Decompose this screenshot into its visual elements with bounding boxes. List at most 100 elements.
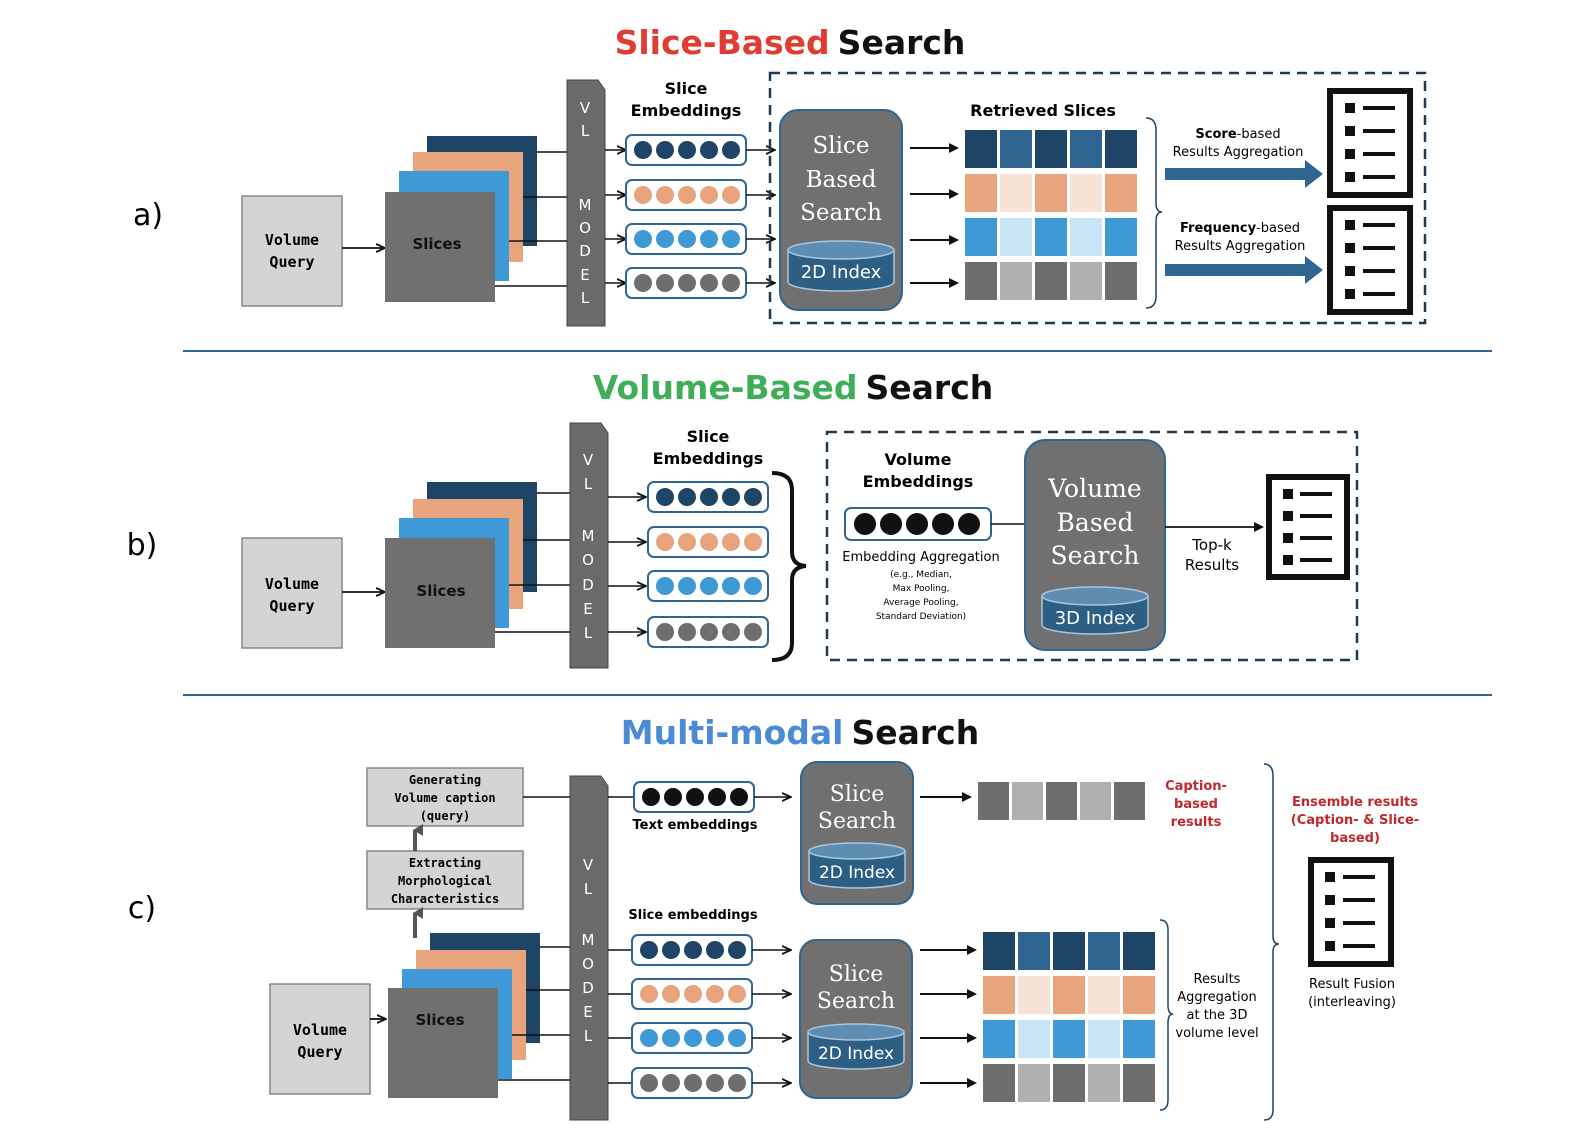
vl-letter: D (582, 979, 594, 997)
vl-model-bar (569, 775, 609, 1121)
volume-query-line1: Volume (293, 1021, 347, 1039)
search-line1: Slice (830, 782, 884, 807)
slices-label: Slices (415, 1011, 464, 1029)
index-label: 2D Index (801, 262, 882, 283)
embeddings-title-line2: Embeddings (653, 449, 764, 468)
text-embedding-pill (633, 781, 755, 813)
results-list-icon (1266, 474, 1350, 580)
volume-embedding-pill (844, 507, 992, 541)
freq-rest: -based (1256, 221, 1300, 236)
vl-letter: E (583, 1003, 592, 1021)
vl-model-bar (566, 79, 606, 327)
vl-letter: L (584, 475, 593, 493)
vl-letter: M (582, 527, 595, 545)
generating-caption-box (366, 767, 524, 827)
embedding-pill-c1 (631, 934, 753, 966)
agg-line4: Standard Deviation) (876, 612, 966, 622)
retrieved-slices-title: Retrieved Slices (970, 101, 1116, 120)
volume-query-line2: Query (297, 1043, 342, 1061)
text-embeddings-label: Text embeddings (633, 818, 758, 833)
vl-letter: M (579, 196, 592, 214)
agg-line1: (e.g., Median, (890, 570, 952, 580)
extracting-morph-box (366, 850, 524, 910)
search-line1: Slice (813, 133, 870, 159)
slice-layer-4 (385, 538, 495, 648)
panel-b-label: b) (127, 528, 158, 563)
index-cylinder-2d: 2D Index (787, 240, 895, 292)
panel-b-title-rest: Search (866, 368, 994, 407)
vl-letter: L (581, 289, 590, 307)
vl-model-letters: V L M O D E L (579, 99, 592, 307)
retrieved-grid-c (983, 932, 1155, 1102)
caption-results-line1: Caption- (1165, 779, 1227, 794)
bracket-a (1145, 117, 1163, 309)
score-agg-line1: Score-based (1195, 127, 1280, 142)
agg-line3: at the 3D (1187, 1008, 1248, 1023)
volume-search-dashed-box (825, 430, 1359, 662)
index-cylinder-2d: 2D Index (808, 842, 906, 889)
vl-letter: L (584, 624, 593, 642)
search-line1: Slice (829, 962, 883, 987)
vol-emb-line1: Volume (885, 450, 952, 469)
fusion-line1: Result Fusion (1309, 977, 1395, 992)
score-bold: Score (1195, 127, 1236, 142)
vol-emb-line2: Embeddings (863, 472, 974, 491)
embedding-pill-c2 (631, 978, 753, 1010)
embedding-pill-a2 (625, 179, 747, 211)
agg-title: Embedding Aggregation (842, 550, 999, 565)
results-list-icon (1327, 88, 1413, 198)
volume-query-line1: Volume (265, 231, 319, 249)
vl-letter: L (584, 1027, 593, 1045)
panel-a-label: a) (133, 198, 163, 233)
ensemble-line2: (Caption- & Slice- (1291, 813, 1419, 828)
index-label: 2D Index (818, 1044, 894, 1064)
caption-results-row (978, 782, 1145, 820)
index-cylinder-3d: 3D Index (1041, 586, 1149, 635)
embedding-pill-b4 (647, 616, 769, 648)
search-line3: Search (1051, 541, 1140, 570)
fusion-line2: (interleaving) (1308, 995, 1396, 1010)
index-label: 3D Index (1055, 608, 1136, 629)
panel-c-title-colored: Multi-modal (621, 713, 844, 752)
embedding-pill-a4 (625, 267, 747, 299)
search-line2: Based (806, 167, 877, 193)
vl-letter: M (582, 931, 595, 949)
volume-query-line1: Volume (265, 575, 319, 593)
morph-line3: Characteristics (391, 892, 499, 906)
embedding-pill-c4 (631, 1067, 753, 1099)
embedding-pill-c3 (631, 1022, 753, 1054)
caption-results-line3: results (1171, 815, 1222, 830)
search-line3: Search (800, 200, 882, 226)
topk-line1: Top-k (1191, 536, 1232, 554)
embedding-pill-b2 (647, 526, 769, 558)
agg-line3: Average Pooling, (883, 598, 958, 608)
agg-line4: volume level (1175, 1026, 1258, 1041)
panel-a-title-rest: Search (838, 23, 966, 62)
index-label: 2D Index (819, 863, 895, 883)
bracket-ensemble (1263, 763, 1280, 1121)
search-line1: Volume (1047, 474, 1141, 503)
morph-line2: Morphological (398, 874, 492, 888)
panel-a-title-colored: Slice-Based (615, 23, 830, 62)
volume-query-box (269, 983, 371, 1095)
vl-letter: O (582, 955, 594, 973)
volume-query-line2: Query (269, 597, 314, 615)
vl-letter: D (579, 242, 591, 260)
caption-line1: Generating (409, 773, 481, 787)
slice-layer-4 (385, 192, 495, 302)
volume-query-line2: Query (269, 253, 314, 271)
slice-search-dashed-box (768, 71, 1427, 325)
volume-query-box (241, 537, 343, 649)
embeddings-title-line1: Slice (665, 79, 708, 98)
vl-letter: O (579, 219, 591, 237)
results-list-icon (1308, 857, 1394, 967)
embedding-pill-b1 (647, 481, 769, 513)
score-agg-line2: Results Aggregation (1173, 145, 1304, 160)
search-line2: Search (818, 809, 896, 834)
